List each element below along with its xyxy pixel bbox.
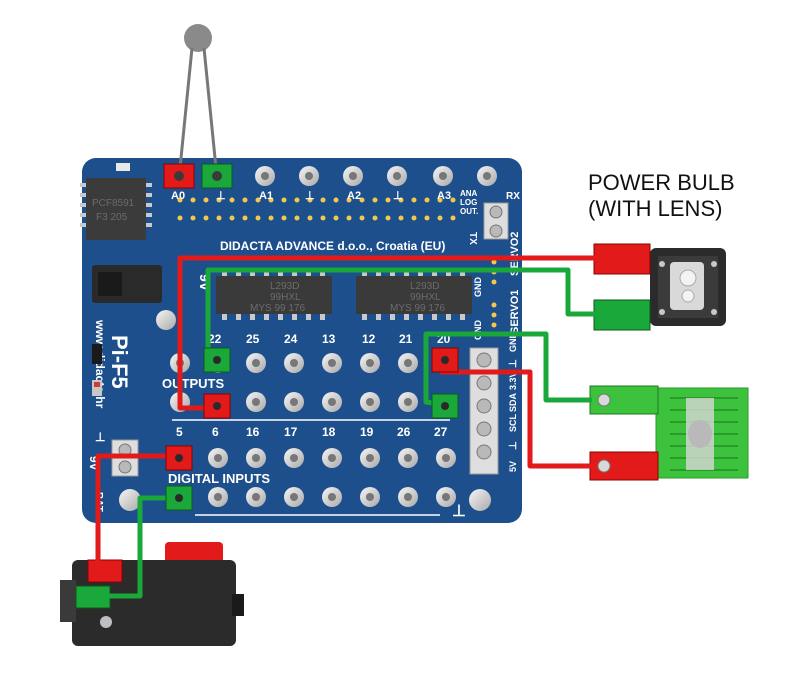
label-5v: 5V xyxy=(508,461,518,472)
label-a2: A2 xyxy=(347,190,361,202)
label-3v3: 3.3V xyxy=(508,371,518,390)
i2c-terminal-strip xyxy=(469,347,499,475)
board-name: Pi-F5 xyxy=(107,335,132,389)
led-indicator xyxy=(116,163,130,171)
red-wire-sensor xyxy=(440,369,592,469)
dc-power-jack xyxy=(92,265,162,303)
label-analog-out-3: OUT. xyxy=(460,207,478,216)
pcf-chip-code: F3 205 xyxy=(96,212,128,223)
label-a1: A1 xyxy=(259,190,273,202)
pin-label-25: 25 xyxy=(246,332,260,346)
label-gnd-3: ⊥ xyxy=(393,190,403,202)
sensor-red-connector[interactable] xyxy=(589,451,659,481)
pin-label-13: 13 xyxy=(322,332,336,346)
label-strip-gnd-3: GND xyxy=(508,332,518,353)
mount-hole-left xyxy=(156,310,176,330)
pin-label-12: 12 xyxy=(362,332,376,346)
a0-red-pin xyxy=(174,171,184,181)
label-a3: A3 xyxy=(437,190,451,202)
label-strip-gnd-1: ⊥ xyxy=(508,441,519,450)
pin-label-21: 21 xyxy=(399,332,413,346)
plug-red-pin6-center xyxy=(213,402,221,410)
component-led xyxy=(92,380,102,396)
plug-red-input5-center xyxy=(175,454,183,462)
component-resistor xyxy=(92,344,102,364)
power-bulb-title: POWER BULB (WITH LENS) xyxy=(588,170,735,222)
chip1-line3: MYS 99 176 xyxy=(250,303,305,314)
chip2-line3: MYS 99 176 xyxy=(390,303,445,314)
pin-label-16: 16 xyxy=(246,425,260,439)
sensor-green-connector[interactable] xyxy=(589,385,659,415)
label-9v-motor: 9V xyxy=(197,274,213,292)
label-a0: A0 xyxy=(171,190,185,202)
label-gnd-1: ⊥ xyxy=(216,190,226,202)
digital-inputs-label: DIGITAL INPUTS xyxy=(168,471,270,486)
label-scl: SCL xyxy=(508,413,518,432)
switch-red-connector[interactable] xyxy=(87,559,123,583)
l293d-chip-1: L293D 99HXL MYS 99 176 xyxy=(216,270,332,320)
green-wire-sensor xyxy=(423,331,592,407)
label-rx: RX xyxy=(506,191,520,202)
outputs-label: OUTPUTS xyxy=(162,376,224,391)
pin-label-24: 24 xyxy=(284,332,298,346)
bulb-red-connector[interactable] xyxy=(593,243,651,275)
battery-ground-symbol: ⊥ xyxy=(95,430,105,444)
label-analog-out-2: LOG xyxy=(460,198,477,207)
pcb-board xyxy=(82,158,522,523)
thermistor xyxy=(178,24,218,169)
pcf8591-chip: PCF8591 F3 205 xyxy=(80,178,152,240)
chip1-line2: 99HXL xyxy=(270,292,301,303)
label-sda: SDA xyxy=(508,392,518,412)
pin-label-27: 27 xyxy=(434,425,448,439)
label-servo1: SERVO1 xyxy=(509,290,521,334)
gnd-green-pin xyxy=(212,171,222,181)
pin-label-17: 17 xyxy=(284,425,298,439)
header-pin-row xyxy=(177,197,456,221)
moisture-sensor xyxy=(655,387,749,479)
label-gnd-2: ⊥ xyxy=(305,190,315,202)
component-led-red xyxy=(94,382,100,387)
servo-pins xyxy=(491,259,497,328)
red-wire-switch xyxy=(95,453,176,566)
red-wire-bulb xyxy=(177,255,596,411)
label-tx: TX xyxy=(467,232,478,245)
maker-label: DIDACTA ADVANCE d.o.o., Croatia (EU) xyxy=(220,239,445,253)
pin-label-19: 19 xyxy=(360,425,374,439)
analog-sockets xyxy=(255,166,497,186)
l293d-chip-2: L293D 99HXL MYS 99 176 xyxy=(356,270,472,320)
plug-green-pin22-center xyxy=(213,356,221,364)
label-servo2: SERVO2 xyxy=(509,232,521,276)
pin-label-5: 5 xyxy=(176,425,183,439)
label-analog-out-1: ANA xyxy=(460,189,478,198)
power-bulb-title-line1: POWER BULB xyxy=(588,170,735,195)
chip1-line1: L293D xyxy=(270,281,299,292)
pcf-chip-label: PCF8591 xyxy=(92,198,135,209)
plug-red-pin20-center xyxy=(441,356,449,364)
bulb-green-connector[interactable] xyxy=(593,299,651,331)
green-wire-switch xyxy=(96,495,176,599)
chip2-line2: 99HXL xyxy=(410,292,441,303)
inputs-ground-symbol: ⊥ xyxy=(452,503,466,520)
power-bulb xyxy=(650,248,726,326)
power-bulb-title-line2: (WITH LENS) xyxy=(588,196,723,221)
label-strip-gnd-2: ⊥ xyxy=(508,359,519,368)
label-gnd-servo1: GND xyxy=(473,277,483,298)
pin-label-18: 18 xyxy=(322,425,336,439)
input-sockets xyxy=(119,448,491,511)
serial-terminal xyxy=(483,202,509,240)
pin-label-6: 6 xyxy=(212,425,219,439)
pin-label-26: 26 xyxy=(397,425,411,439)
pin-label-22: 22 xyxy=(208,332,222,346)
plug-green-pin27-center xyxy=(441,402,449,410)
chip2-line1: L293D xyxy=(410,281,439,292)
label-gnd-servo2: GND xyxy=(473,320,483,341)
plug-green-input-gnd-center xyxy=(175,494,183,502)
